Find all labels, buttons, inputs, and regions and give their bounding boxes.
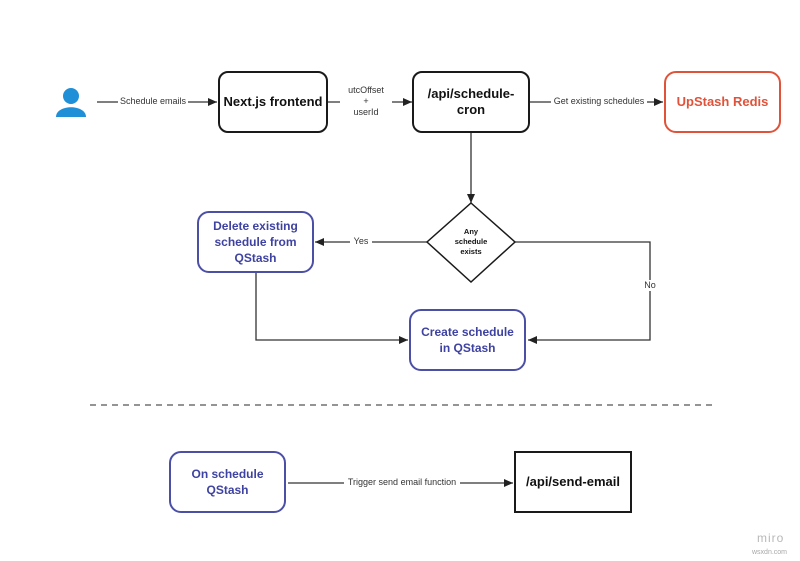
decision-label: Any schedule exists: [454, 227, 488, 256]
schedule-cron-node: /api/schedule-cron: [412, 71, 530, 133]
edge-label-params: utcOffset + userId: [340, 85, 392, 118]
edge-label-yes: Yes: [350, 236, 372, 247]
send-email-node: /api/send-email: [514, 451, 632, 513]
watermark: wsxdn.com: [752, 549, 788, 556]
delete-schedule-node: Delete existing schedule from QStash: [197, 211, 314, 273]
on-schedule-node: On schedule QStash: [169, 451, 286, 513]
edge-label-schedule-emails: Schedule emails: [118, 96, 188, 107]
upstash-redis-label: UpStash Redis: [676, 94, 769, 109]
create-schedule-node: Create schedule in QStash: [409, 309, 526, 371]
on-schedule-label: On schedule QStash: [191, 467, 264, 497]
decision-diamond: [425, 201, 517, 284]
nextjs-frontend-label: Next.js frontend: [223, 94, 323, 109]
edge-label-trigger: Trigger send email function: [344, 477, 460, 488]
nextjs-frontend-node: Next.js frontend: [218, 71, 328, 133]
user-icon: [56, 88, 86, 117]
create-schedule-label: Create schedule in QStash: [421, 325, 514, 355]
edge-decision-no: [515, 241, 651, 344]
edge-delete-to-create: [255, 273, 408, 344]
send-email-label: /api/send-email: [526, 474, 620, 489]
edge-label-get-existing: Get existing schedules: [551, 96, 647, 107]
schedule-cron-label: /api/schedule-cron: [427, 86, 515, 117]
miro-logo: miro: [757, 531, 785, 545]
edge-label-no: No: [641, 280, 659, 291]
delete-schedule-label: Delete existing schedule from QStash: [213, 219, 298, 265]
upstash-redis-node: UpStash Redis: [664, 71, 781, 133]
